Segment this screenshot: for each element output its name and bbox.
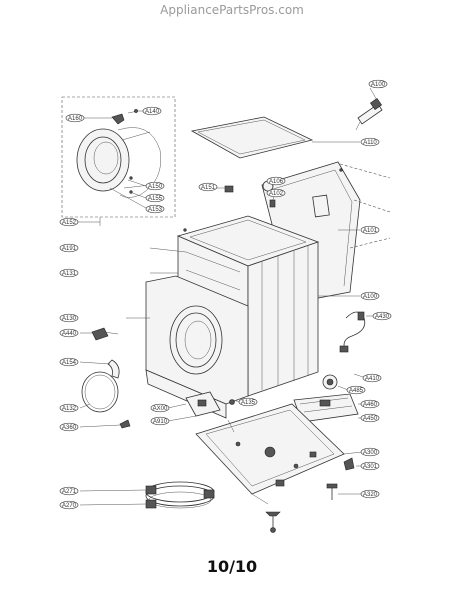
gear-part [355, 87, 383, 131]
callout-a430: A430 [372, 311, 392, 321]
callout-a191: A191 [59, 243, 79, 253]
callout-a135: A135 [238, 397, 258, 407]
callout-a130: A130 [59, 313, 79, 323]
svg-text:A910: A910 [153, 419, 168, 425]
callout-a300: A300 [360, 447, 380, 457]
callout-a485: A485 [346, 385, 366, 395]
svg-text:A110: A110 [363, 140, 377, 146]
callout-a154: A154 [59, 357, 79, 367]
callout-a132: A132 [59, 403, 79, 413]
callout-a360: A360 [59, 422, 79, 432]
callout-a106: A106 [266, 176, 286, 186]
callout-a150: A150 [145, 181, 165, 191]
svg-text:A320: A320 [363, 492, 378, 498]
callout-a152: A152 [59, 217, 79, 227]
svg-text:A430: A430 [375, 314, 390, 320]
callout-a410: A410 [362, 373, 382, 383]
callout-a102: A102 [266, 188, 286, 198]
svg-text:A135: A135 [241, 400, 256, 406]
svg-text:A132: A132 [62, 406, 77, 412]
callout-a100-cabinet: A100 [360, 291, 380, 301]
callout-a460: A460 [360, 399, 380, 409]
callout-a110: A110 [360, 137, 380, 147]
svg-text:A106: A106 [269, 179, 284, 185]
svg-text:A102: A102 [269, 191, 284, 197]
svg-text:A440: A440 [62, 331, 77, 337]
svg-text:A130: A130 [62, 316, 77, 322]
callout-a450: A450 [360, 413, 380, 423]
callout-a910: A910 [150, 416, 170, 426]
callout-a155: A155 [145, 193, 165, 203]
callout-a153: A153 [145, 204, 165, 214]
callout-ax00: AX00 [150, 403, 170, 413]
svg-text:A140: A140 [145, 109, 160, 115]
svg-text:A100: A100 [363, 294, 378, 300]
svg-text:AX00: AX00 [153, 406, 168, 412]
svg-text:A360: A360 [62, 425, 77, 431]
callout-a151: A151 [198, 182, 218, 192]
svg-text:A270: A270 [62, 503, 77, 509]
svg-text:A460: A460 [363, 402, 378, 408]
callout-a160: A160 [65, 113, 85, 123]
left-small-parts [79, 327, 131, 429]
svg-text:A152: A152 [62, 220, 77, 226]
callout-labels: A160 A140 A150 A155 A153 A152 A151 A110 … [59, 79, 392, 510]
svg-text:A100: A100 [371, 82, 386, 88]
inlet-hoses [79, 481, 215, 509]
page-number: 10/10 [206, 557, 258, 576]
svg-text:A450: A450 [363, 416, 378, 422]
svg-text:A160: A160 [68, 116, 83, 122]
callout-a270: A270 [59, 500, 79, 510]
svg-text:A154: A154 [62, 360, 77, 366]
svg-text:A300: A300 [363, 450, 378, 456]
svg-text:A101: A101 [363, 228, 378, 234]
door-assembly-group [61, 96, 176, 226]
callout-a101-panel: A101 [360, 225, 380, 235]
svg-text:A153: A153 [148, 207, 163, 213]
svg-text:A131: A131 [62, 271, 77, 277]
svg-text:A150: A150 [148, 184, 163, 190]
svg-text:A191: A191 [62, 246, 77, 252]
dispenser-parts [167, 391, 249, 422]
callout-a131: A131 [59, 268, 79, 278]
svg-text:A301: A301 [363, 464, 378, 470]
base-frame [195, 403, 363, 533]
svg-text:A155: A155 [148, 196, 163, 202]
callout-a320: A320 [360, 489, 380, 499]
svg-text:A485: A485 [349, 388, 364, 394]
watermark: AppliancePartsPros.com [160, 3, 304, 17]
svg-text:A410: A410 [365, 376, 380, 382]
top-plate [190, 116, 360, 159]
svg-text:A271: A271 [62, 489, 77, 495]
callout-a301: A301 [360, 461, 380, 471]
svg-text:A151: A151 [201, 185, 216, 191]
callout-a271: A271 [59, 486, 79, 496]
callout-a440: A440 [59, 328, 79, 338]
callout-a140: A140 [142, 106, 162, 116]
callout-a100-gear: A100 [368, 79, 388, 89]
